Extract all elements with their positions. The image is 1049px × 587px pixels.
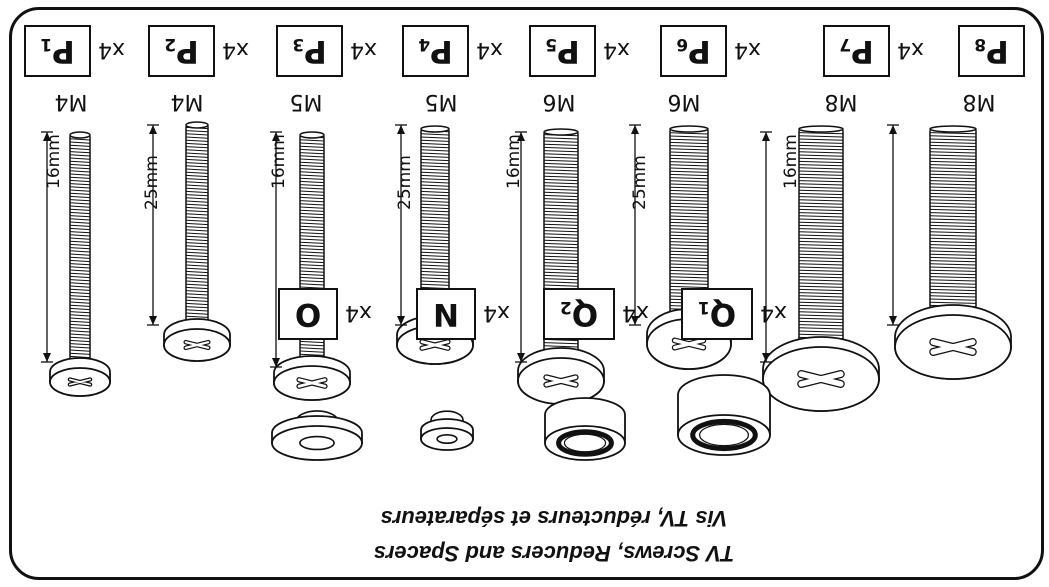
part-code: P — [305, 33, 327, 70]
thread-size: M5 — [424, 89, 458, 114]
screw-length: 25mm — [630, 155, 650, 210]
thread-size: M8 — [962, 89, 996, 114]
part-quantity: x4 — [621, 300, 649, 325]
part-index: 3 — [292, 34, 305, 55]
part-quantity: x4 — [733, 37, 761, 62]
part-code: P — [177, 33, 199, 70]
part-index: 2 — [164, 34, 177, 55]
part-code: P — [689, 33, 711, 70]
part-quantity: x4 — [896, 37, 924, 62]
subtitle: Vis TV, réducteurs et séparateurs — [380, 506, 728, 531]
part-index: 7 — [839, 34, 852, 55]
thread-size: M4 — [170, 89, 204, 114]
screw-length: 16mm — [504, 134, 524, 189]
spacer-q2-drawing — [544, 397, 626, 461]
part-index: 1 — [697, 297, 710, 318]
part-code: P — [53, 33, 75, 70]
reducer-o-drawing — [271, 410, 363, 461]
screw-length: 25mm — [395, 155, 415, 210]
screw-7-drawing — [760, 125, 880, 412]
thread-size: M8 — [824, 89, 858, 114]
part-code: Q — [572, 296, 599, 333]
part-code: P — [852, 33, 874, 70]
part-index: 2 — [559, 297, 572, 318]
part-index: 8 — [974, 34, 987, 55]
thread-size: M6 — [542, 89, 576, 114]
screw-length: 16mm — [269, 134, 289, 189]
part-code: P — [987, 33, 1009, 70]
part-code: P — [558, 33, 580, 70]
part-code: O — [295, 296, 322, 333]
screw-1-drawing — [41, 131, 111, 397]
reducer-n-drawing — [420, 410, 474, 451]
screw-length: 16mm — [44, 134, 64, 189]
part-code: N — [434, 296, 459, 333]
part-quantity: x4 — [475, 37, 503, 62]
part-index: 5 — [545, 34, 558, 55]
part-badge-o: O — [278, 288, 338, 340]
screw-8-drawing — [887, 124, 1012, 380]
screw-length: 16mm — [781, 134, 801, 189]
part-quantity: x4 — [349, 37, 377, 62]
part-index: 1 — [40, 34, 53, 55]
part-quantity: x4 — [97, 37, 125, 62]
screw-2-drawing — [147, 121, 231, 362]
part-quantity: x4 — [482, 300, 510, 325]
part-quantity: x4 — [221, 37, 249, 62]
thread-size: M4 — [54, 89, 88, 114]
part-index: 6 — [676, 34, 689, 55]
part-code: Q — [710, 296, 737, 333]
part-quantity: x4 — [759, 300, 787, 325]
part-quantity: x4 — [602, 37, 630, 62]
part-quantity: x4 — [344, 300, 372, 325]
part-code: P — [431, 33, 453, 70]
spacer-q1-drawing — [677, 374, 771, 456]
screw-5-drawing — [515, 128, 605, 405]
thread-size: M6 — [667, 89, 701, 114]
part-index: 4 — [418, 34, 431, 55]
thread-size: M5 — [289, 89, 323, 114]
screw-length: 25mm — [142, 155, 162, 210]
page-title: TV Screws, Reducers and Spacers — [373, 541, 735, 566]
part-badge-n: N — [416, 288, 476, 340]
